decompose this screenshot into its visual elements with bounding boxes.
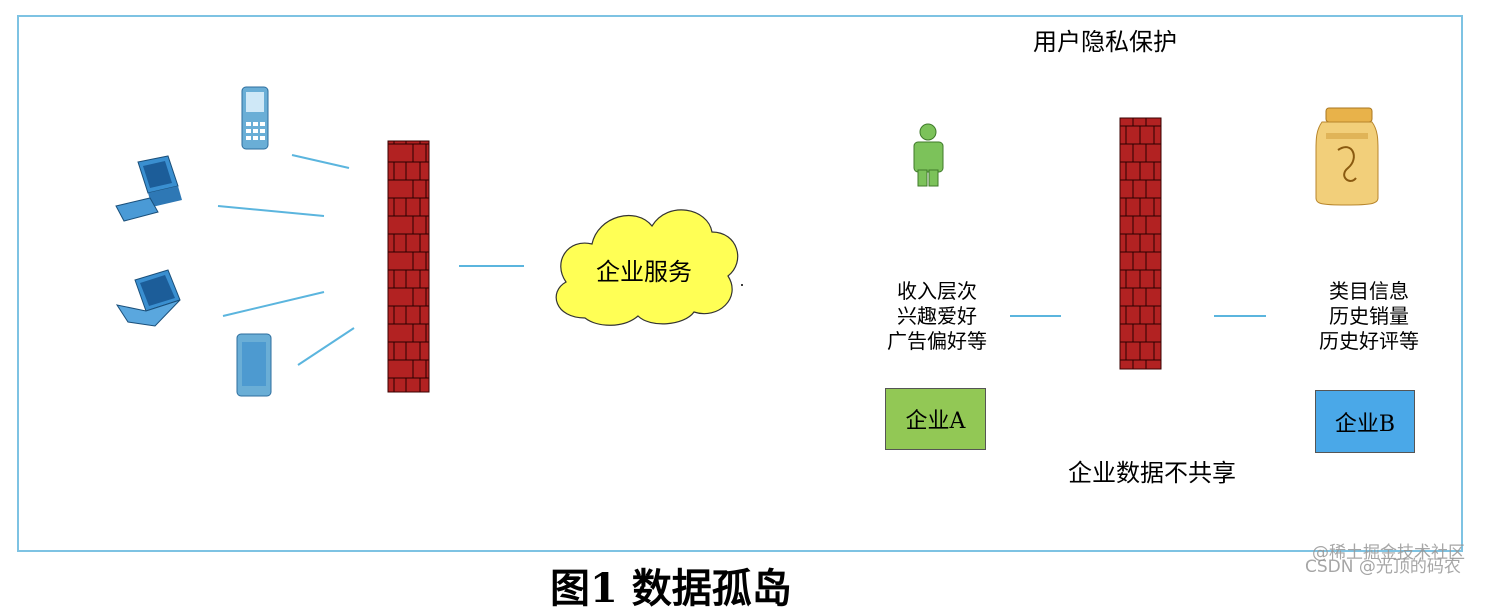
cloud-label: 企业服务 <box>596 258 692 286</box>
company-b-attributes: 类目信息 历史销量 历史好评等 <box>1312 279 1426 354</box>
company-a-attr: 收入层次 <box>897 279 977 303</box>
firewall-icon <box>387 140 430 393</box>
mobile-phone-icon <box>241 86 269 150</box>
company-a-attr: 兴趣爱好 <box>897 304 977 328</box>
watermark-csdn: CSDN @光顶的码农 <box>1305 557 1461 577</box>
diagram-frame <box>17 15 1463 552</box>
product-bottle-icon <box>1315 107 1379 206</box>
laptop-icon <box>115 269 181 327</box>
person-icon <box>913 123 944 187</box>
no-share-label: 企业数据不共享 <box>1068 459 1236 487</box>
tablet-icon <box>236 333 272 397</box>
watermark-juejin: @稀土掘金技术社区 <box>1312 543 1465 563</box>
company-b-attr: 类目信息 <box>1329 279 1409 303</box>
company-b-attr: 历史销量 <box>1329 304 1409 328</box>
company-a-attr: 广告偏好等 <box>887 329 987 353</box>
figure-title: 图1 数据孤岛 <box>550 565 792 612</box>
dot-mark <box>741 284 743 286</box>
diagram-canvas <box>115 86 1379 397</box>
company-b-attr: 历史好评等 <box>1319 329 1419 353</box>
firewall-icon <box>1119 117 1162 370</box>
company-a-box: 企业A <box>885 388 986 450</box>
desktop-computer-icon <box>115 155 182 222</box>
company-a-attributes: 收入层次 兴趣爱好 广告偏好等 <box>880 279 994 354</box>
cloud-icon <box>555 209 739 326</box>
company-b-box: 企业B <box>1315 390 1415 453</box>
device-connectors <box>217 154 1266 366</box>
privacy-title: 用户隐私保护 <box>1033 28 1177 56</box>
